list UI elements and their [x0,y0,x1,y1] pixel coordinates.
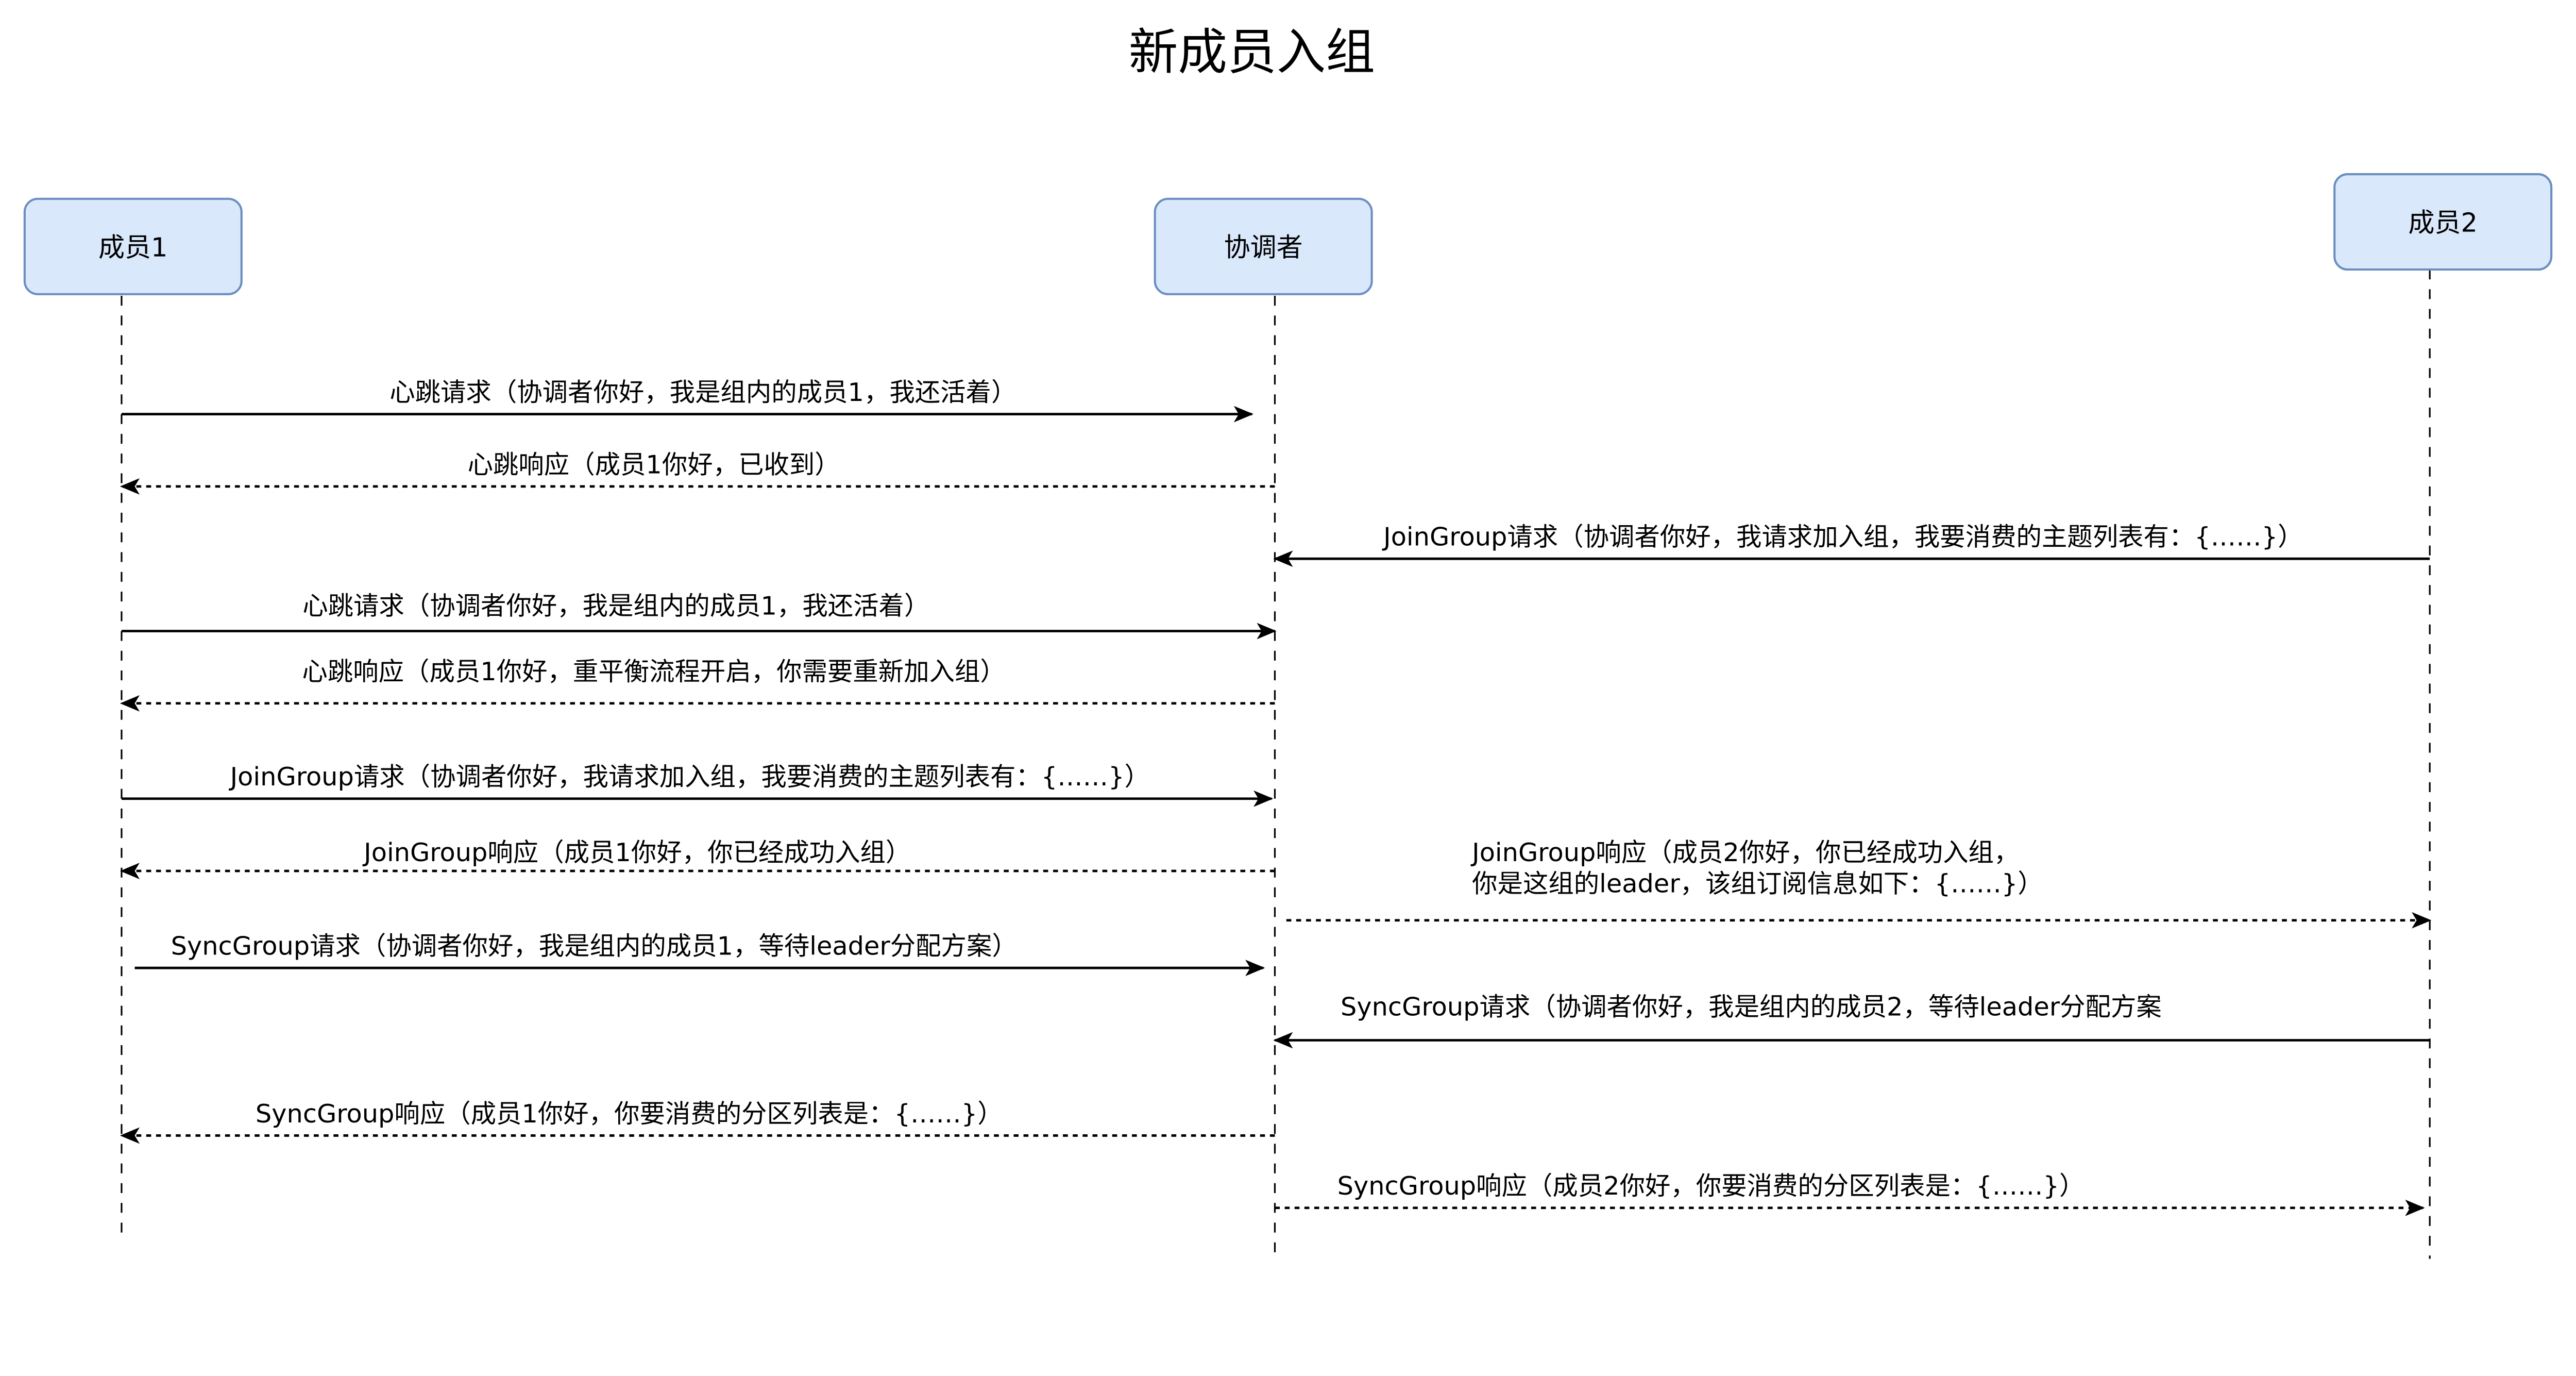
diagram-title: 新成员入组 [1129,23,1375,81]
message-label: 心跳响应（成员1你好，已收到） [468,449,840,479]
message-5: 心跳响应（成员1你好，重平衡流程开启，你需要重新加入组） [120,657,1275,712]
actor-member2-label: 成员2 [2408,208,2478,239]
sequence-diagram: 新成员入组 成员1 协调者 成员2 心跳请求（协调者你好，我是组内的成员1，我还… [23,23,2553,1259]
message-label: 心跳请求（协调者你好，我是组内的成员1，我还活着） [389,377,1016,407]
actor-member1-label: 成员1 [98,232,168,263]
message-label: JoinGroup请求（协调者你好，我请求加入组，我要消费的主题列表有：{……}… [1382,522,2303,552]
message-1: 心跳请求（协调者你好，我是组内的成员1，我还活着） [121,377,1254,423]
actor-coordinator-label: 协调者 [1224,232,1303,263]
message-6: JoinGroup请求（协调者你好，我请求加入组，我要消费的主题列表有：{……}… [121,762,1274,807]
actor-member1: 成员1 [23,197,243,295]
message-label: SyncGroup请求（协调者你好，我是组内的成员2，等待leader分配方案 [1341,992,2162,1022]
message-label: 心跳请求（协调者你好，我是组内的成员1，我还活着） [302,591,929,621]
message-label: 心跳响应（成员1你好，重平衡流程开启，你需要重新加入组） [302,657,1005,686]
message-label-line1: JoinGroup响应（成员2你好，你已经成功入组， [1470,837,2019,867]
message-10: SyncGroup请求（协调者你好，我是组内的成员2，等待leader分配方案 [1273,992,2430,1049]
message-7: JoinGroup响应（成员1你好，你已经成功入组） [120,837,1275,879]
message-4: 心跳请求（协调者你好，我是组内的成员1，我还活着） [121,591,1277,640]
message-label: SyncGroup响应（成员1你好，你要消费的分区列表是：{……}） [256,1099,1003,1129]
message-label: SyncGroup请求（协调者你好，我是组内的成员1，等待leader分配方案） [171,931,1018,961]
actor-coordinator: 协调者 [1154,197,1373,295]
message-11: SyncGroup响应（成员1你好，你要消费的分区列表是：{……}） [120,1099,1275,1144]
message-label: JoinGroup请求（协调者你好，我请求加入组，我要消费的主题列表有：{……}… [229,762,1150,792]
actor-member2: 成员2 [2333,173,2553,271]
message-label: JoinGroup响应（成员1你好，你已经成功入组） [362,837,911,867]
message-12: SyncGroup响应（成员2你好，你要消费的分区列表是：{……}） [1275,1171,2425,1216]
message-label: SyncGroup响应（成员2你好，你要消费的分区列表是：{……}） [1337,1171,2085,1201]
message-label-line2: 你是这组的leader，该组订阅信息如下：{……}） [1472,868,2043,898]
message-9: SyncGroup请求（协调者你好，我是组内的成员1，等待leader分配方案） [134,931,1265,977]
message-3: JoinGroup请求（协调者你好，我请求加入组，我要消费的主题列表有：{……}… [1273,522,2430,567]
message-8: JoinGroup响应（成员2你好，你已经成功入组， 你是这组的leader，该… [1286,837,2432,929]
message-2: 心跳响应（成员1你好，已收到） [120,449,1275,495]
